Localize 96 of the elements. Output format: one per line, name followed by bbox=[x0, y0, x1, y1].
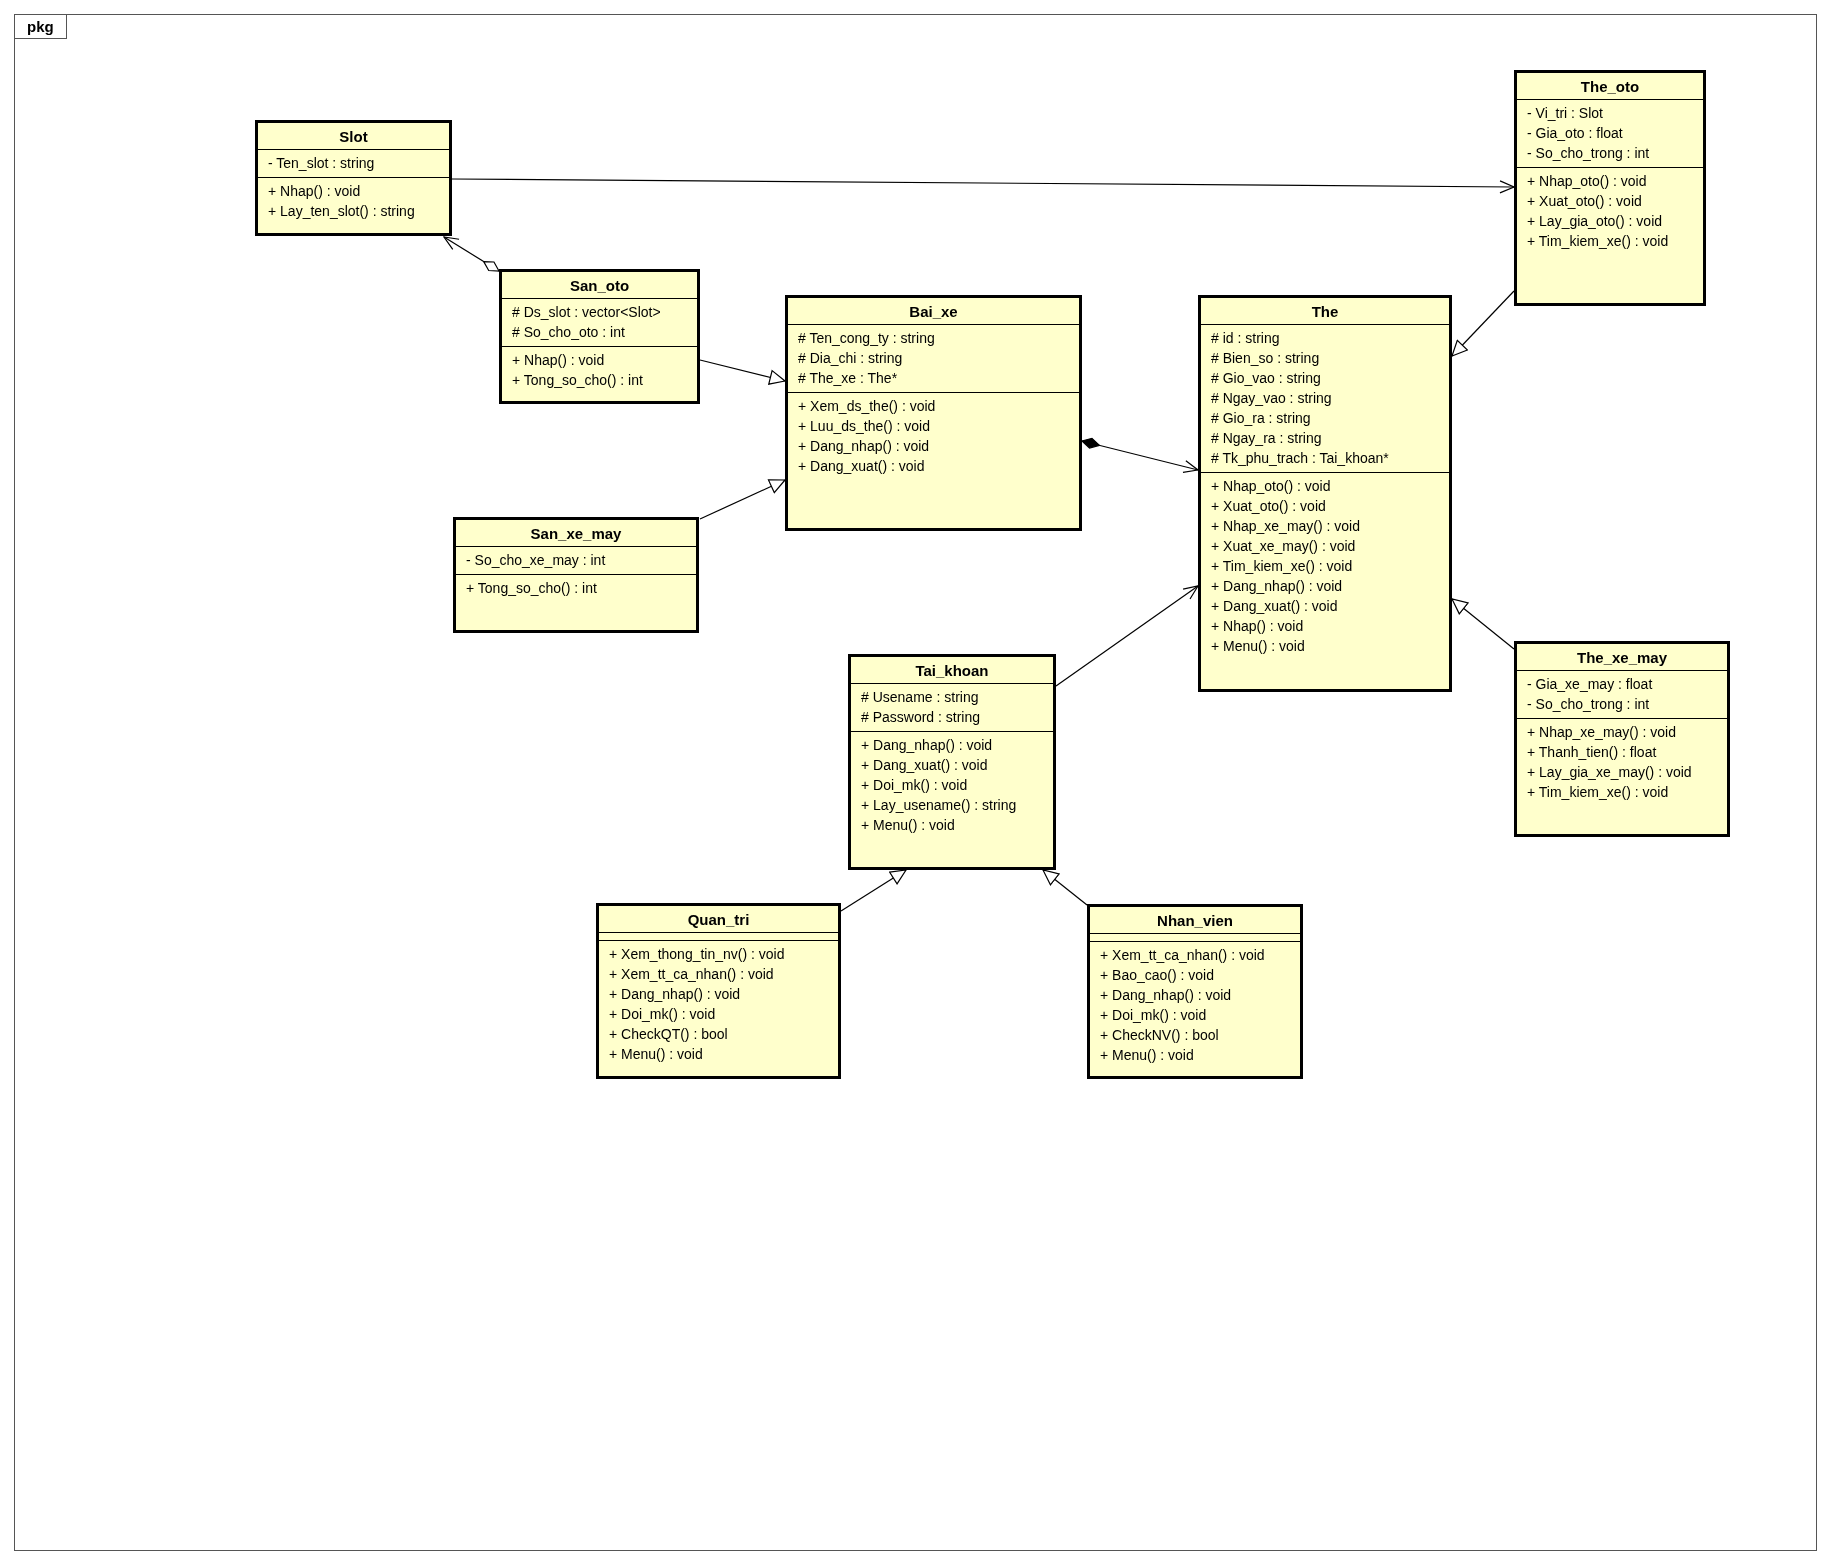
composition-arrow bbox=[1081, 437, 1199, 474]
attribute-text: # So_cho_oto : int bbox=[511, 323, 625, 342]
operation-text: + Tong_so_cho() : int bbox=[511, 371, 643, 390]
frame-tab-label: pkg bbox=[15, 15, 67, 39]
operation-text: + Xem_ds_the() : void bbox=[797, 397, 936, 416]
attribute-text: # Tk_phu_trach : Tai_khoan* bbox=[1210, 449, 1389, 468]
generalization-arrow bbox=[699, 479, 786, 520]
operation-text: + Lay_usename() : string bbox=[860, 796, 1017, 815]
attribute-text: - So_cho_trong : int bbox=[1526, 144, 1650, 163]
operation-text: + Menu() : void bbox=[1099, 1046, 1194, 1065]
operation-text: + Nhap_oto() : void bbox=[1210, 477, 1331, 496]
operation-text: + CheckQT() : bool bbox=[608, 1025, 728, 1044]
operation-text: + Lay_gia_oto() : void bbox=[1526, 212, 1663, 231]
operation-text: + Doi_mk() : void bbox=[608, 1005, 716, 1024]
operation-text: + Menu() : void bbox=[608, 1045, 703, 1064]
association-arrow bbox=[1055, 585, 1199, 687]
operation-text: + Menu() : void bbox=[860, 816, 955, 835]
operation-text: + Tim_kiem_xe() : void bbox=[1210, 557, 1353, 576]
operation-text: + Lay_ten_slot() : string bbox=[267, 202, 415, 221]
aggregation-arrow bbox=[443, 236, 500, 272]
operation-text: + Dang_xuat() : void bbox=[797, 457, 925, 476]
operation-text: + Bao_cao() : void bbox=[1099, 966, 1214, 985]
attribute-text: # Ngay_vao : string bbox=[1210, 389, 1332, 408]
operation-text: + Nhap_xe_may() : void bbox=[1526, 723, 1677, 742]
operation-text: + Nhap() : void bbox=[1210, 617, 1304, 636]
operation-text: + Xuat_xe_may() : void bbox=[1210, 537, 1356, 556]
attribute-text: # Bien_so : string bbox=[1210, 349, 1320, 368]
operation-text: + Menu() : void bbox=[1210, 637, 1305, 656]
attribute-text: # The_xe : The* bbox=[797, 369, 898, 388]
attribute-text: - Ten_slot : string bbox=[267, 154, 375, 173]
operation-text: + Dang_nhap() : void bbox=[1099, 986, 1232, 1005]
operation-text: + Xem_thong_tin_nv() : void bbox=[608, 945, 785, 964]
operation-text: + Dang_xuat() : void bbox=[1210, 597, 1338, 616]
operation-text: + Dang_nhap() : void bbox=[1210, 577, 1343, 596]
class-box bbox=[453, 517, 699, 633]
operation-text: + Dang_nhap() : void bbox=[797, 437, 930, 456]
class-box bbox=[1087, 904, 1303, 1079]
class-box bbox=[1514, 70, 1706, 306]
attribute-text: # Gio_ra : string bbox=[1210, 409, 1311, 428]
generalization-arrow bbox=[840, 869, 907, 912]
attribute-text: # Dia_chi : string bbox=[797, 349, 903, 368]
operation-text: + Xem_tt_ca_nhan() : void bbox=[1099, 946, 1265, 965]
class-name: The bbox=[1310, 302, 1340, 322]
operation-text: + Lay_gia_xe_may() : void bbox=[1526, 763, 1692, 782]
operation-text: + CheckNV() : bool bbox=[1099, 1026, 1219, 1045]
attribute-text: # Ten_cong_ty : string bbox=[797, 329, 935, 348]
attribute-text: - So_cho_xe_may : int bbox=[465, 551, 606, 570]
class-name: The_xe_may bbox=[1575, 648, 1669, 668]
class-box bbox=[1198, 295, 1452, 692]
operation-text: + Dang_xuat() : void bbox=[860, 756, 988, 775]
attribute-text: # Usename : string bbox=[860, 688, 979, 707]
operation-text: + Nhap_xe_may() : void bbox=[1210, 517, 1361, 536]
attribute-text: # Gio_vao : string bbox=[1210, 369, 1321, 388]
operation-text: + Nhap_oto() : void bbox=[1526, 172, 1647, 191]
attribute-text: - So_cho_trong : int bbox=[1526, 695, 1650, 714]
operation-text: + Tim_kiem_xe() : void bbox=[1526, 232, 1669, 251]
class-box bbox=[848, 654, 1056, 870]
class-name: Bai_xe bbox=[908, 302, 959, 322]
class-name: Tai_khoan bbox=[914, 661, 990, 681]
class-name: The_oto bbox=[1579, 77, 1641, 97]
operation-text: + Tim_kiem_xe() : void bbox=[1526, 783, 1669, 802]
class-name: Nhan_vien bbox=[1156, 911, 1234, 931]
operation-text: + Doi_mk() : void bbox=[1099, 1006, 1207, 1025]
class-name: San_oto bbox=[568, 276, 631, 296]
generalization-arrow bbox=[699, 359, 786, 385]
generalization-arrow bbox=[1451, 290, 1515, 357]
operation-text: + Nhap() : void bbox=[267, 182, 361, 201]
class-box bbox=[1514, 641, 1730, 837]
attribute-text: - Gia_oto : float bbox=[1526, 124, 1623, 143]
attribute-text: # Password : string bbox=[860, 708, 981, 727]
operation-text: + Xuat_oto() : void bbox=[1210, 497, 1326, 516]
association-arrow bbox=[451, 178, 1515, 194]
operation-text: + Xuat_oto() : void bbox=[1526, 192, 1642, 211]
operation-text: + Xem_tt_ca_nhan() : void bbox=[608, 965, 774, 984]
operation-text: + Dang_nhap() : void bbox=[860, 736, 993, 755]
operation-text: + Luu_ds_the() : void bbox=[797, 417, 930, 436]
operation-text: + Nhap() : void bbox=[511, 351, 605, 370]
package-frame bbox=[14, 14, 1817, 1551]
generalization-arrow bbox=[1451, 598, 1515, 650]
operation-text: + Thanh_tien() : float bbox=[1526, 743, 1657, 762]
attribute-text: # id : string bbox=[1210, 329, 1280, 348]
attribute-text: # Ngay_ra : string bbox=[1210, 429, 1322, 448]
class-name: Quan_tri bbox=[686, 910, 751, 930]
class-box bbox=[255, 120, 452, 236]
attribute-text: # Ds_slot : vector<Slot> bbox=[511, 303, 661, 322]
attribute-text: - Vi_tri : Slot bbox=[1526, 104, 1603, 123]
class-box bbox=[785, 295, 1082, 531]
class-box bbox=[499, 269, 700, 404]
class-name: San_xe_may bbox=[529, 524, 623, 544]
operation-text: + Tong_so_cho() : int bbox=[465, 579, 597, 598]
class-box bbox=[596, 903, 841, 1079]
generalization-arrow bbox=[1042, 869, 1088, 906]
operation-text: + Dang_nhap() : void bbox=[608, 985, 741, 1004]
operation-text: + Doi_mk() : void bbox=[860, 776, 968, 795]
attribute-text: - Gia_xe_may : float bbox=[1526, 675, 1653, 694]
class-name: Slot bbox=[338, 127, 369, 147]
